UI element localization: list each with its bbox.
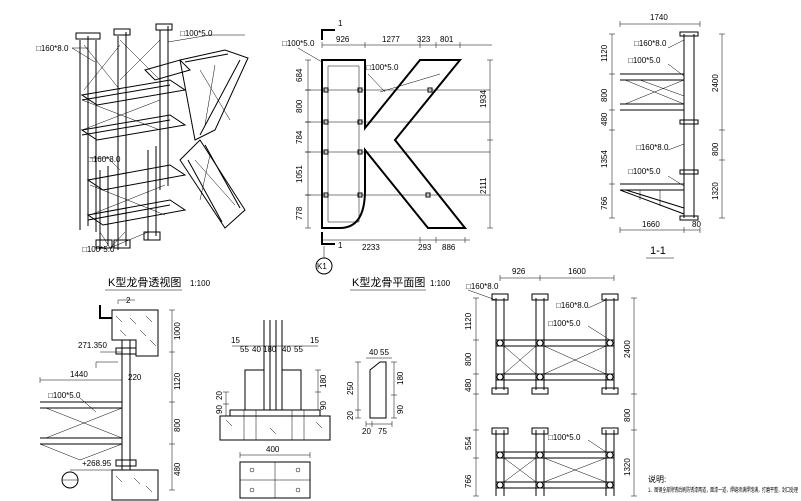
- elev-label-big-a: □160*8.0: [466, 282, 499, 291]
- rib-bottom-dim-1: 75: [378, 427, 387, 436]
- section-mark-top: 1: [338, 19, 343, 28]
- wall-mark: 2: [126, 296, 131, 305]
- elev-right-dim-1: 800: [623, 408, 632, 422]
- elev-top-dim-1: 1600: [568, 267, 586, 276]
- wall-right-dim-0: 1000: [173, 322, 182, 340]
- elev-left-dim-2: 480: [464, 378, 473, 392]
- plan-top-dim-1: 1277: [382, 35, 400, 44]
- plan-top-dim-3: 801: [440, 35, 454, 44]
- sec-bottom-dim-0: 1660: [642, 220, 660, 229]
- k1-callout: K1: [317, 262, 327, 271]
- sec-left-dim-4: 766: [600, 196, 609, 210]
- base-left-dim-1: 90: [215, 405, 224, 414]
- sec-left-dim-2: 480: [600, 112, 609, 126]
- sec-left-dim-0: 1120: [600, 44, 609, 62]
- base-top-dim-0: 15: [231, 336, 240, 345]
- elev-left-dim-3: 554: [464, 436, 473, 450]
- elev-label-small-a: □100*5.0: [548, 319, 581, 328]
- elev-top-dim-0: 926: [512, 267, 526, 276]
- sec-bottom-dim-1: 80: [692, 220, 701, 229]
- sec-left-dim-1: 800: [600, 88, 609, 102]
- section-1-1: 1740 1120 800: [600, 13, 725, 259]
- sec-top-dim: 1740: [650, 13, 668, 22]
- wall-elev-1: 271.350: [78, 341, 107, 350]
- section-mark-bottom: 1: [338, 241, 343, 250]
- wall-dim-1440: 1440: [70, 370, 88, 379]
- base-top-dim-6: 15: [310, 336, 319, 345]
- sec-left-dim-3: 1354: [600, 150, 609, 168]
- base-top-dim-2: 40: [252, 345, 261, 354]
- plan-left-dim-0: 684: [295, 68, 304, 82]
- base-top-dim-1: 55: [240, 345, 249, 354]
- elev-left-dim-1: 800: [464, 352, 473, 366]
- plan-bottom-dim-0: 2233: [362, 243, 380, 252]
- rib-right-dim-0: 180: [396, 371, 405, 385]
- plan-right-dim-0: 1934: [479, 90, 488, 108]
- plan-title: K型龙骨平面图: [352, 275, 425, 289]
- base-plate-detail: 15 55 40 180 40 55 15 180 90 20 90 400: [215, 320, 331, 499]
- sec-label-small: □100*5.0: [628, 56, 661, 65]
- plan-scale: 1:100: [430, 279, 451, 288]
- section-title: 1-1: [650, 245, 666, 257]
- elev-left-dim-0: 1120: [464, 312, 473, 330]
- plan-bottom-dim-2: 886: [442, 243, 456, 252]
- base-bottom-dim: 400: [266, 445, 280, 454]
- elev-left-dim-4: 766: [464, 474, 473, 488]
- k-plan-view: 1 1 926 1277 323 801 2233 293 886 684 80…: [282, 19, 493, 275]
- rib-bottom-dim-0: 20: [362, 427, 371, 436]
- plan-label-tube: □100*5.0: [282, 39, 315, 48]
- base-top-dim-5: 55: [294, 345, 303, 354]
- label-tube-100: □100*5.0: [180, 29, 213, 38]
- label-tube-160: □160*8.0: [36, 44, 69, 53]
- wall-right-dim-1: 1120: [173, 372, 182, 390]
- sec-label-big: □160*8.0: [634, 39, 667, 48]
- perspective-title: K型龙骨透视图: [108, 275, 181, 289]
- base-right-dim-1: 90: [319, 401, 328, 410]
- base-top-dim-4: 40: [282, 345, 291, 354]
- rib-top-dim-1: 55: [380, 348, 389, 357]
- plan-left-dim-4: 778: [295, 206, 304, 220]
- wall-label-tube: □100*5.0: [48, 391, 81, 400]
- base-top-dim-3: 180: [263, 345, 277, 354]
- rib-plate-detail: 40 55 250 20 180 90 20 75: [346, 348, 405, 436]
- base-right-dim-0: 180: [319, 374, 328, 388]
- wall-detail: 2 1440 220 271.35: [39, 296, 182, 501]
- k-frame-perspective: □160*8.0 □100*5.0 □160*8.0 □100*5.0: [36, 23, 249, 254]
- plan-right-dim-1: 2111: [479, 177, 488, 194]
- plan-bottom-dim-1: 293: [418, 243, 432, 252]
- label-tube-160-lower: □160*8.0: [88, 155, 121, 164]
- plan-left-dim-2: 784: [295, 130, 304, 144]
- sec-right-dim-2: 1320: [711, 182, 720, 200]
- sec-label-small-2: □100*5.0: [628, 167, 661, 176]
- elev-label-big-b: □160*8.0: [556, 301, 589, 310]
- plan-left-dim-3: 1051: [295, 165, 304, 183]
- plan-left-dim-1: 800: [295, 99, 304, 113]
- plan-label-tube-2: □100*5.0: [366, 63, 399, 72]
- wall-right-dim-2: 800: [173, 418, 182, 432]
- rib-left-dim-0: 250: [346, 381, 355, 395]
- notes-heading: 说明:: [648, 474, 666, 484]
- sec-right-dim-0: 2400: [711, 74, 720, 92]
- elev-right-dim-2: 1320: [623, 458, 632, 476]
- wall-dim-220: 220: [128, 373, 142, 382]
- plan-top-dim-2: 323: [417, 35, 431, 44]
- wall-right-dim-3: 480: [173, 462, 182, 476]
- notes-line: 1、图钢全部除锈后刷防锈漆两道，面漆一道，焊缝须满焊饱满，打磨平整，封口处理: [648, 486, 798, 494]
- label-tube-100-lower: □100*5.0: [82, 245, 115, 254]
- rib-top-dim-0: 40: [369, 348, 378, 357]
- sec-label-big-2: □160*8.0: [636, 143, 669, 152]
- base-left-dim-0: 20: [215, 391, 224, 400]
- elev-label-small-b: □100*5.0: [548, 433, 581, 442]
- rib-left-dim-1: 20: [346, 411, 355, 420]
- elev-right-dim-0: 2400: [623, 340, 632, 358]
- k-frame-elevation: 926 1600: [464, 267, 637, 497]
- plan-top-dim-0: 926: [336, 35, 350, 44]
- perspective-scale: 1:100: [190, 279, 211, 288]
- rib-right-dim-1: 90: [396, 405, 405, 414]
- sec-right-dim-1: 800: [711, 142, 720, 156]
- wall-elev-2: +268.95: [82, 459, 112, 468]
